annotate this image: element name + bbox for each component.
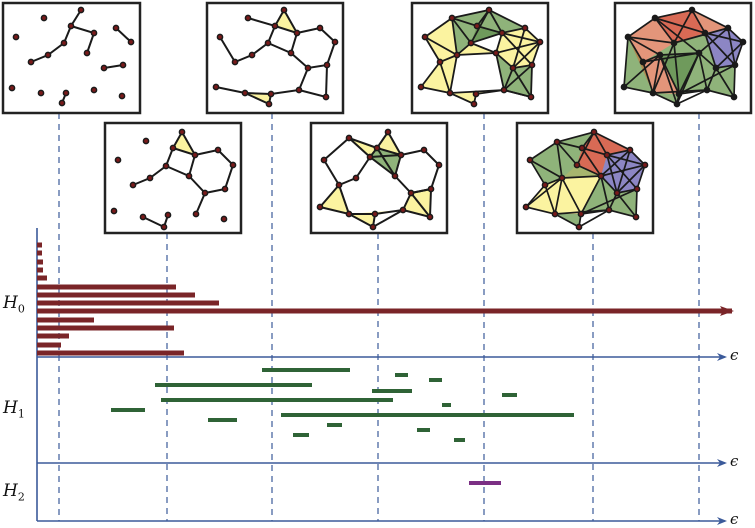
- h0-bar: [37, 350, 184, 356]
- h1-bar: [429, 378, 442, 382]
- h1-bar: [262, 368, 350, 372]
- h1-bar: [155, 383, 312, 387]
- panel-step-5: [410, 1, 550, 115]
- panel-step-3: [205, 1, 345, 115]
- h1-bar: [293, 433, 309, 437]
- h0-bar: [37, 325, 174, 331]
- h1-bar: [395, 373, 408, 377]
- h0-barcode: [37, 242, 734, 356]
- h0-label: H0: [3, 293, 25, 316]
- h1-bar: [417, 428, 430, 432]
- panel-step-6: [515, 121, 655, 235]
- panel-step-2: [103, 121, 243, 235]
- h1-bar: [502, 393, 517, 397]
- h0-bar: [37, 275, 47, 281]
- h1-bar: [281, 413, 574, 417]
- filtration-step-guides: [58, 113, 700, 521]
- panel-step-4: [309, 121, 449, 235]
- panel-step-1: [1, 1, 142, 115]
- epsilon-label-h0: ϵ: [730, 346, 739, 364]
- h0-bar: [37, 284, 176, 290]
- h0-bar: [37, 342, 61, 348]
- h0-bar: [37, 317, 94, 323]
- h2-label: H2: [3, 481, 25, 504]
- barcode-axes: [36, 228, 727, 525]
- h2-bar: [469, 481, 501, 485]
- h1-barcode: [111, 368, 574, 442]
- h2-barcode: [469, 481, 501, 485]
- h1-bar: [372, 389, 412, 393]
- h0-bar: [37, 267, 43, 273]
- h1-bar: [161, 398, 393, 402]
- h0-bar: [37, 333, 69, 339]
- h1-bar: [454, 438, 465, 442]
- epsilon-label-h1: ϵ: [730, 452, 739, 470]
- h0-bar: [37, 259, 43, 265]
- h0-bar: [37, 292, 195, 298]
- h1-bar: [442, 403, 451, 407]
- h1-bar: [208, 418, 237, 422]
- h0-bar: [37, 250, 42, 256]
- panel-step-7: [613, 1, 753, 115]
- h0-bar: [37, 242, 42, 248]
- h0-bar: [37, 300, 219, 306]
- h1-bar: [327, 423, 342, 427]
- h1-label: H1: [3, 398, 25, 421]
- epsilon-label-h2: ϵ: [730, 510, 739, 528]
- simplicial-complex-panels: [1, 1, 753, 235]
- h1-bar: [111, 408, 145, 412]
